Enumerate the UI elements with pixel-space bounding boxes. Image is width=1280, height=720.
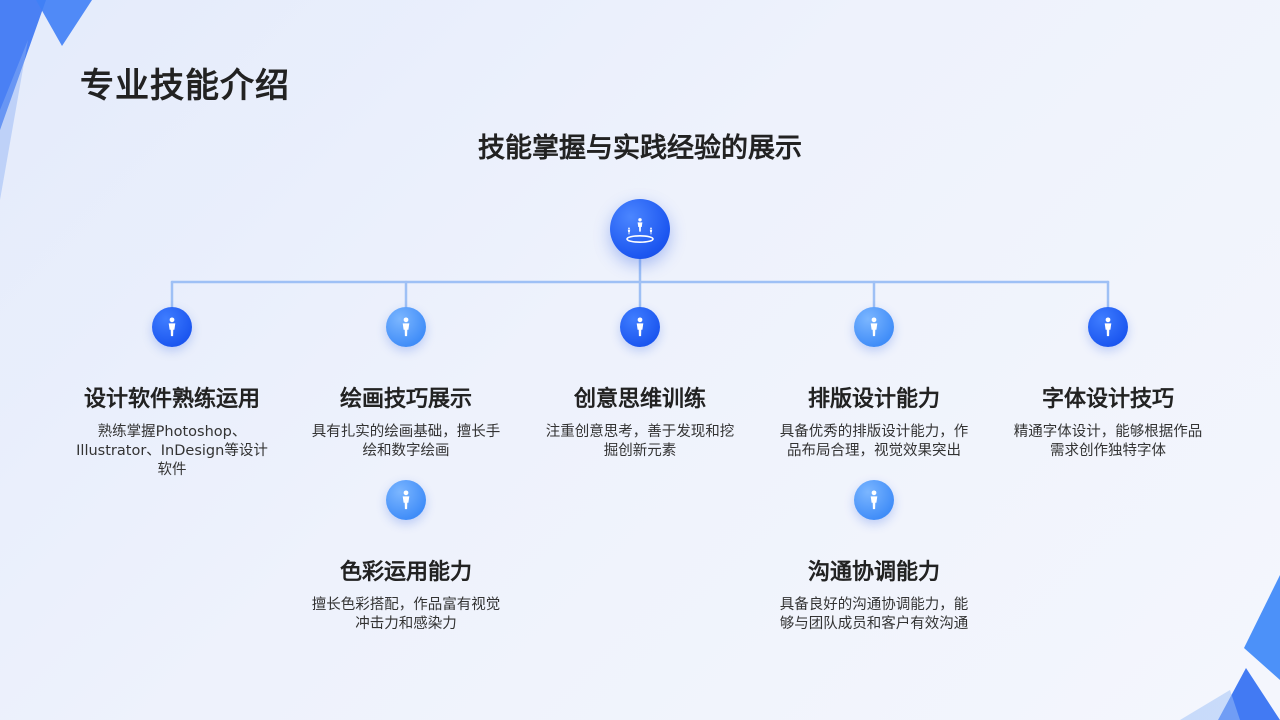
skill-node-drawing: 绘画技巧展示 具有扎实的绘画基础，擅长手绘和数字绘画 xyxy=(296,307,516,461)
skill-node-circle xyxy=(152,307,192,347)
skill-title: 设计软件熟练运用 xyxy=(83,387,260,412)
person-icon xyxy=(636,317,644,337)
skill-description: 具备优秀的排版设计能力，作品布局合理，视觉效果突出 xyxy=(779,424,969,459)
skill-description: 精通字体设计，能够根据作品需求创作独特字体 xyxy=(1013,424,1203,459)
person-icon xyxy=(402,490,410,510)
person-icon xyxy=(168,317,176,337)
skill-node-circle xyxy=(1088,307,1128,347)
skill-node-software: 设计软件熟练运用 熟练掌握Photoshop、Illustrator、InDes… xyxy=(62,307,282,480)
skill-description: 注重创意思考，善于发现和挖掘创新元素 xyxy=(545,424,735,459)
skill-title: 排版设计能力 xyxy=(807,387,940,412)
skill-node-circle xyxy=(854,480,894,520)
skill-node-circle xyxy=(620,307,660,347)
skill-node-circle xyxy=(386,307,426,347)
skill-description: 具备良好的沟通协调能力，能够与团队成员和客户有效沟通 xyxy=(779,597,969,632)
skill-title: 字体设计技巧 xyxy=(1041,387,1174,412)
skill-title: 沟通协调能力 xyxy=(807,560,940,585)
skill-description: 擅长色彩搭配，作品富有视觉冲击力和感染力 xyxy=(311,597,501,632)
skill-node-creativity: 创意思维训练 注重创意思考，善于发现和挖掘创新元素 xyxy=(530,307,750,461)
person-icon xyxy=(870,490,878,510)
person-stage-icon xyxy=(626,218,654,243)
skill-title: 创意思维训练 xyxy=(573,387,706,412)
person-icon xyxy=(1104,317,1112,337)
person-icon xyxy=(402,317,410,337)
diagram-subtitle: 技能掌握与实践经验的展示 xyxy=(478,133,802,164)
skill-description: 具有扎实的绘画基础，擅长手绘和数字绘画 xyxy=(311,424,501,459)
skill-description: 熟练掌握Photoshop、Illustrator、InDesign等设计软件 xyxy=(76,424,268,478)
skill-node-communication: 沟通协调能力 具备良好的沟通协调能力，能够与团队成员和客户有效沟通 xyxy=(764,480,984,634)
skill-node-circle xyxy=(386,480,426,520)
skill-title: 色彩运用能力 xyxy=(339,560,472,585)
skill-node-color: 色彩运用能力 擅长色彩搭配，作品富有视觉冲击力和感染力 xyxy=(296,480,516,634)
page-title: 专业技能介绍 xyxy=(80,66,290,106)
skill-title: 绘画技巧展示 xyxy=(339,387,472,412)
skill-node-typography: 字体设计技巧 精通字体设计，能够根据作品需求创作独特字体 xyxy=(998,307,1218,461)
root-node xyxy=(610,199,670,259)
skill-node-layout: 排版设计能力 具备优秀的排版设计能力，作品布局合理，视觉效果突出 xyxy=(764,307,984,461)
person-icon xyxy=(870,317,878,337)
skill-node-circle xyxy=(854,307,894,347)
